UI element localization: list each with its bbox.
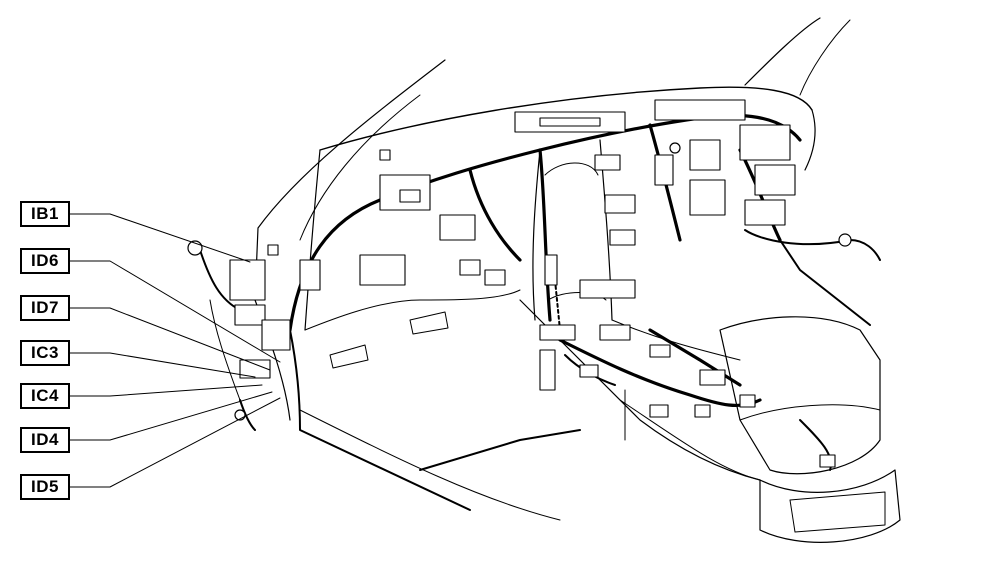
callout-id5: ID5 bbox=[20, 474, 70, 500]
a-pillar-outline bbox=[254, 59, 446, 301]
callout-ic3: IC3 bbox=[20, 340, 70, 366]
callout-id6: ID6 bbox=[20, 248, 70, 274]
leader-lines bbox=[69, 213, 281, 488]
dashboard-lower-edge bbox=[304, 149, 321, 331]
dashboard-lower-panel bbox=[304, 289, 521, 331]
callout-id7: ID7 bbox=[20, 295, 70, 321]
callout-id4: ID4 bbox=[20, 427, 70, 453]
grommets bbox=[187, 142, 852, 421]
windshield-right bbox=[799, 19, 851, 96]
center-console-left bbox=[532, 149, 541, 321]
console-box bbox=[719, 316, 881, 475]
a-pillar-inner bbox=[299, 94, 421, 241]
floor-left bbox=[299, 409, 561, 521]
console-rear bbox=[759, 469, 901, 543]
callout-ib1: IB1 bbox=[20, 201, 70, 227]
connector-blocks bbox=[229, 99, 836, 468]
callout-ic4: IC4 bbox=[20, 383, 70, 409]
windshield-top bbox=[744, 17, 821, 86]
dashboard-top bbox=[319, 86, 813, 151]
